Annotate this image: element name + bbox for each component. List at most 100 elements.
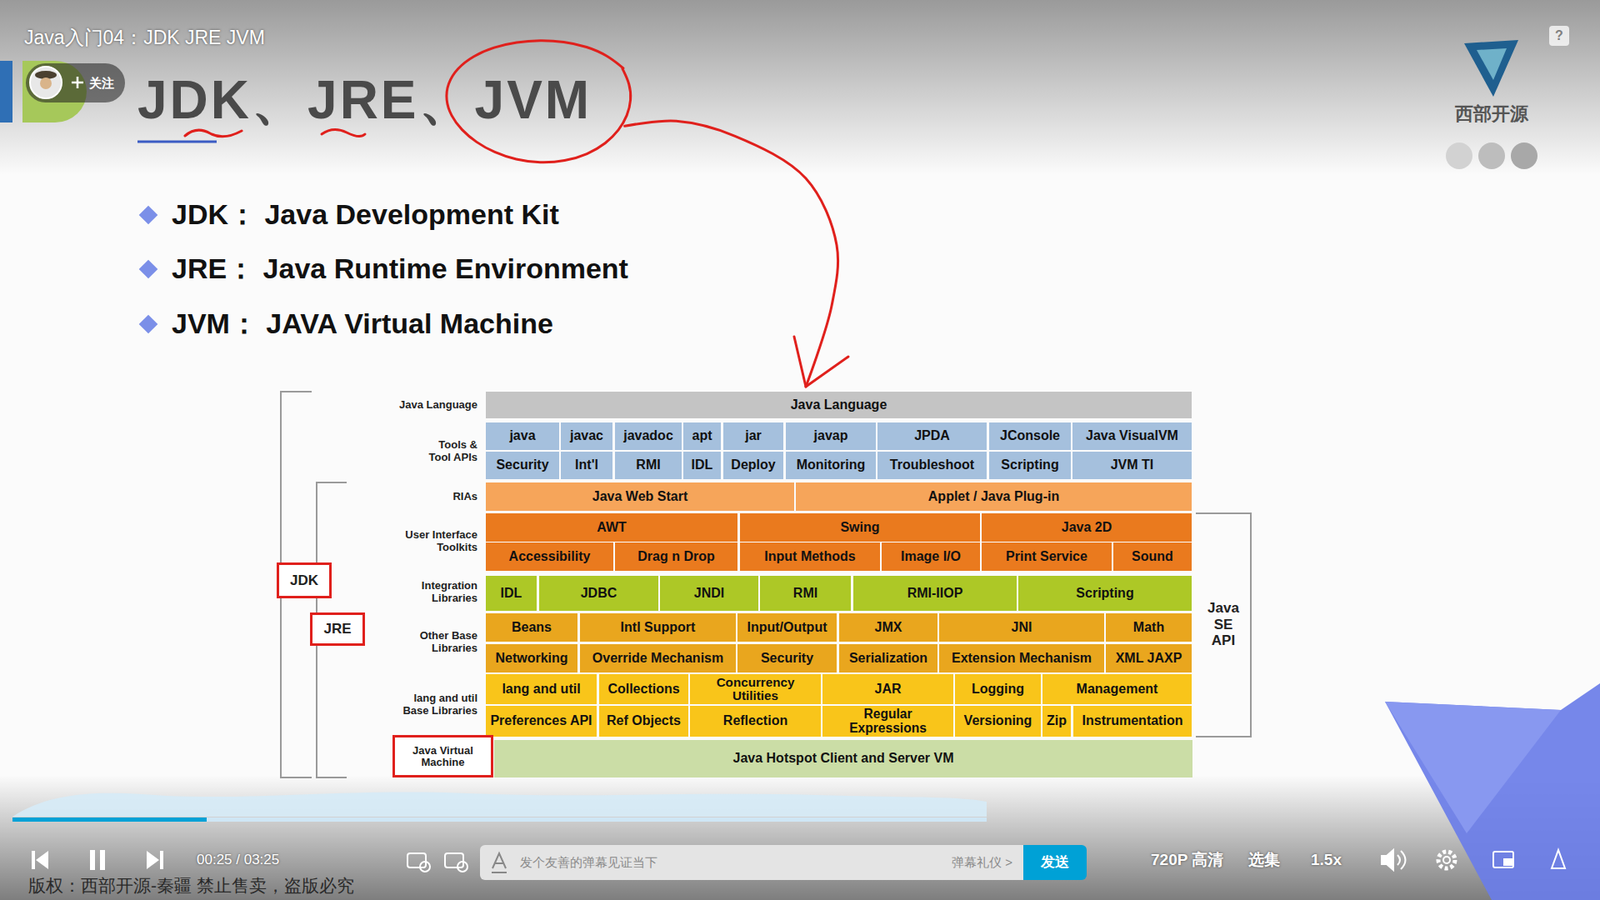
pen-squiggle (185, 130, 242, 137)
node-text: Scripting (1075, 586, 1134, 601)
bullet-diamond (139, 260, 159, 280)
ui-toolkit-cell: Image I/O (881, 542, 980, 571)
node-text: Zip (1046, 714, 1067, 729)
pen-squiggle (321, 129, 365, 136)
node-text: JVM TI (1110, 458, 1155, 473)
node-text: Java Web Start (592, 490, 688, 505)
tool-cell: JConsole (989, 422, 1071, 450)
lang-util-cell: lang and util (485, 674, 597, 705)
lang-util-cell: Concurrency Utilities (690, 674, 821, 705)
bullet-diamond (139, 315, 159, 335)
slide-dot (1445, 142, 1473, 170)
node-text: Print Service (1005, 550, 1088, 565)
speed-button: 1.5x (1310, 850, 1342, 870)
node-text: javap (814, 429, 849, 444)
avatar-icon (30, 66, 62, 99)
episode-button: 选集 (1248, 850, 1280, 870)
base-library-cell: Override Mechanism (580, 644, 736, 673)
node-text: lang and util (501, 682, 580, 697)
base-library-cell: Extension Mechanism (939, 644, 1105, 673)
node-text: Java Virtual Machine (397, 745, 489, 768)
node-text: Int'l (575, 458, 599, 473)
red-callout-box: JDK (276, 562, 332, 599)
help-icon (1549, 25, 1570, 46)
node-text: XML JAXP (1115, 651, 1183, 666)
lang-util-cell: Collections (599, 674, 689, 705)
bullet-diamond (139, 205, 159, 225)
slide-title: JDK、JRE、JVM (137, 73, 592, 127)
row-label: Java Language (377, 399, 478, 412)
node-text: apt (692, 429, 713, 444)
lang-util-cell: Logging (955, 674, 1041, 705)
language-band: Java Language (485, 391, 1192, 419)
node-text: IDL (500, 586, 523, 601)
lang-util-cell: Ref Objects (599, 705, 689, 737)
next-icon (160, 850, 164, 870)
tool-cell: apt (683, 422, 721, 450)
tool-cell: Troubleshoot (877, 451, 987, 480)
text-icon (480, 845, 517, 880)
node-text: javadoc (623, 429, 674, 444)
node-text: Image I/O (900, 550, 961, 565)
node-text: Monitoring (796, 458, 866, 473)
node-text: JAR (874, 682, 901, 697)
node-text: Ref Objects (606, 714, 681, 729)
pen-arrowhead (794, 336, 849, 387)
node-text: 关注 (89, 76, 115, 90)
ria-cell: Java Web Start (485, 482, 795, 511)
volume-icon (1397, 855, 1400, 865)
rocket-icon (1551, 850, 1565, 869)
node-text: Extension Mechanism (951, 651, 1092, 666)
node-text: Collections (607, 682, 680, 697)
tool-cell: JVM TI (1072, 451, 1192, 480)
text-icon (491, 853, 507, 873)
control-shade (0, 775, 1600, 900)
base-library-cell: Beans (485, 613, 578, 642)
node-text: Java Language (790, 398, 888, 413)
node-text: JRE (323, 621, 351, 637)
node-text: Java Hotspot Client and Server VM (733, 751, 955, 766)
tool-cell: Monitoring (785, 451, 876, 480)
red-callout-box: JRE (310, 612, 365, 646)
volume-icon (1400, 850, 1406, 870)
logo-triangle (1476, 48, 1507, 80)
node-text: 发送 (1040, 855, 1070, 870)
buffer-bar (12, 817, 987, 822)
node-text: Drag n Drop (637, 550, 715, 565)
node-text: 发个友善的弹幕见证当下 (520, 855, 658, 870)
node-text: JMX (875, 620, 903, 635)
node-text: Preferences API (490, 714, 592, 729)
vm-band: Java Hotspot Client and Server VM (494, 740, 1193, 778)
ui-toolkit-cell: Java 2D (981, 513, 1192, 542)
api-bracket (1195, 513, 1251, 737)
avatar-icon (25, 63, 90, 102)
danmaku-icon (420, 861, 430, 872)
lang-util-cell: Versioning (955, 705, 1041, 737)
row-label: Integration Libraries (407, 580, 478, 605)
heat-curve (12, 791, 987, 817)
node-text: Scripting (1000, 458, 1059, 473)
integration-cell: Scripting (1018, 575, 1192, 611)
slide-dot (1510, 142, 1538, 170)
prev-icon (31, 850, 35, 870)
avatar-icon (40, 77, 52, 90)
node-text: Override Mechanism (592, 651, 724, 666)
row-label: Tools & Tool APIs (419, 439, 478, 465)
tool-cell: Java VisualVM (1072, 422, 1192, 450)
base-library-cell: Math (1105, 613, 1192, 642)
base-library-cell: Security (737, 644, 837, 673)
red-callout-box: Java Virtual Machine (392, 735, 494, 778)
base-library-cell: XML JAXP (1105, 644, 1192, 673)
danmaku-input: 发个友善的弹幕见证当下弹幕礼仪 > (480, 845, 1025, 880)
integration-cell: JDBC (539, 575, 659, 611)
bullet-text: JRE： Java Runtime Environment (171, 252, 629, 285)
title-underline (137, 140, 217, 144)
tool-cell: Int'l (560, 451, 613, 480)
lang-util-cell: Instrumentation (1073, 705, 1192, 737)
node-text: Versioning (964, 714, 1033, 729)
danmaku-icon (457, 861, 468, 872)
base-library-cell: JMX (839, 613, 938, 642)
node-text: Concurrency Utilities (693, 675, 818, 703)
